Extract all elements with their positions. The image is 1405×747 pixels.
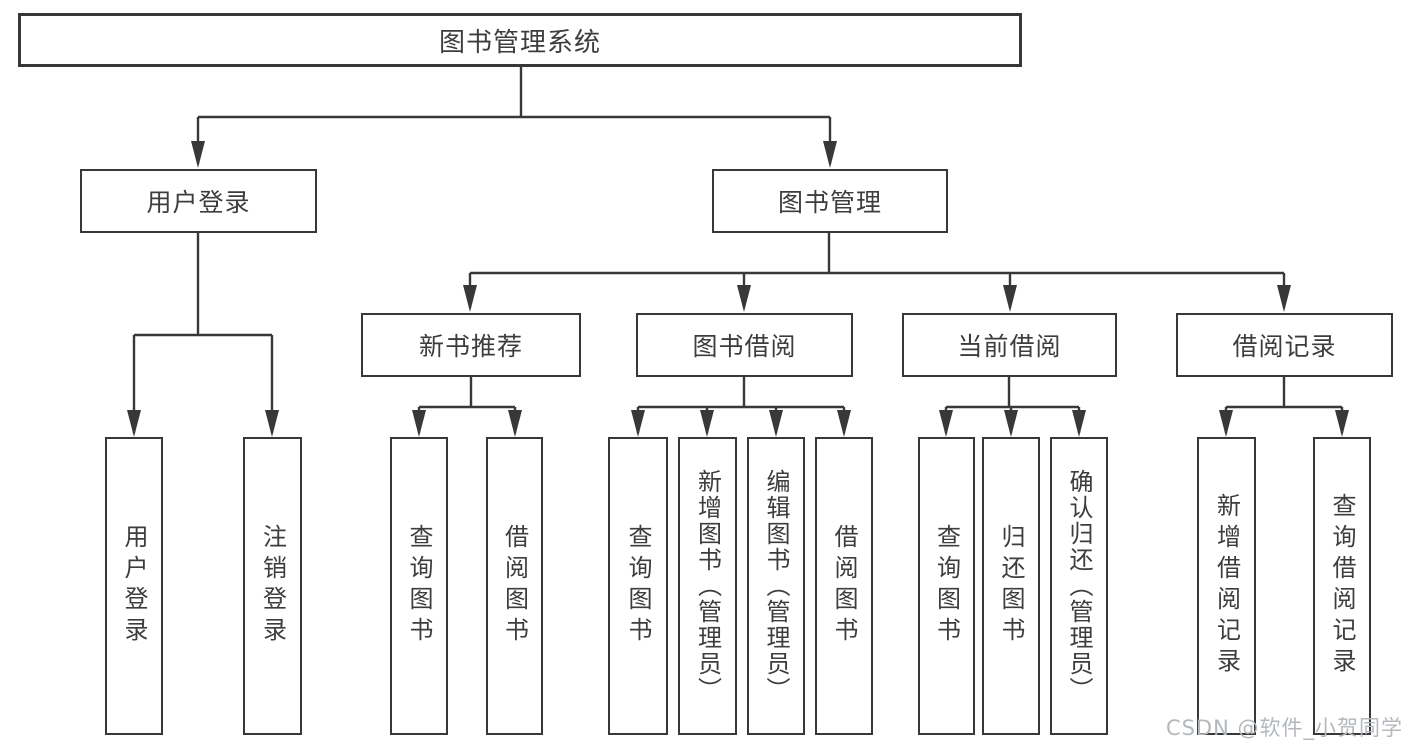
leaf-edit-books-admin-label: 编辑图书（管理员） xyxy=(762,469,790,703)
leaf-query-books-3: 查询图书 xyxy=(918,437,975,735)
leaf-confirm-return-admin-label: 确认归还（管理员） xyxy=(1065,469,1093,703)
leaf-borrow-books-1: 借阅图书 xyxy=(486,437,543,735)
connector-root xyxy=(196,67,832,164)
leaf-borrow-books-2: 借阅图书 xyxy=(815,437,873,735)
node-borrowing-records-label: 借阅记录 xyxy=(1232,332,1337,361)
leaf-add-books-admin: 新增图书（管理员） xyxy=(678,437,737,735)
leaf-add-borrow-record-label: 新增借阅记录 xyxy=(1212,493,1241,679)
leaf-confirm-return-admin: 确认归还（管理员） xyxy=(1050,437,1108,735)
node-root: 图书管理系统 xyxy=(18,13,1022,67)
leaf-add-books-admin-label: 新增图书（管理员） xyxy=(693,469,722,703)
leaf-query-books-1: 查询图书 xyxy=(390,437,448,735)
leaf-edit-books-admin: 编辑图书（管理员） xyxy=(747,437,805,735)
connector-book-management xyxy=(468,233,1286,308)
leaf-add-borrow-record: 新增借阅记录 xyxy=(1197,437,1256,735)
leaf-borrow-books-2-label: 借阅图书 xyxy=(830,524,858,648)
node-new-book-recommend-label: 新书推荐 xyxy=(418,332,523,361)
leaf-query-books-3-label: 查询图书 xyxy=(932,524,961,648)
node-book-borrowing: 图书借阅 xyxy=(636,313,853,377)
leaf-borrow-books-1-label: 借阅图书 xyxy=(500,524,529,648)
node-new-book-recommend: 新书推荐 xyxy=(361,313,581,377)
node-user-login-branch: 用户登录 xyxy=(80,169,317,233)
leaf-logout-login-label: 注销登录 xyxy=(258,524,287,648)
node-borrowing-records: 借阅记录 xyxy=(1176,313,1393,377)
connector-new-book-recommend xyxy=(417,377,517,433)
connector-book-borrowing xyxy=(636,377,846,433)
leaf-query-borrow-record-label: 查询借阅记录 xyxy=(1328,493,1356,679)
leaf-query-books-2-label: 查询图书 xyxy=(624,524,652,648)
leaf-query-borrow-record: 查询借阅记录 xyxy=(1313,437,1371,735)
leaf-return-books: 归还图书 xyxy=(982,437,1040,735)
node-user-login-branch-label: 用户登录 xyxy=(146,188,251,217)
connector-borrowing-records xyxy=(1224,377,1344,433)
leaf-query-books-1-label: 查询图书 xyxy=(405,524,433,648)
node-current-borrowing: 当前借阅 xyxy=(902,313,1117,377)
leaf-user-login: 用户登录 xyxy=(105,437,163,735)
node-current-borrowing-label: 当前借阅 xyxy=(957,332,1062,361)
node-book-borrowing-label: 图书借阅 xyxy=(692,332,797,361)
leaf-user-login-label: 用户登录 xyxy=(120,524,148,648)
node-book-management-label: 图书管理 xyxy=(777,188,882,217)
connector-user-login xyxy=(132,233,274,433)
leaf-logout-login: 注销登录 xyxy=(243,437,302,735)
node-book-management: 图书管理 xyxy=(712,169,948,233)
leaf-query-books-2: 查询图书 xyxy=(608,437,668,735)
node-root-label: 图书管理系统 xyxy=(438,27,601,58)
leaf-return-books-label: 归还图书 xyxy=(997,524,1025,648)
